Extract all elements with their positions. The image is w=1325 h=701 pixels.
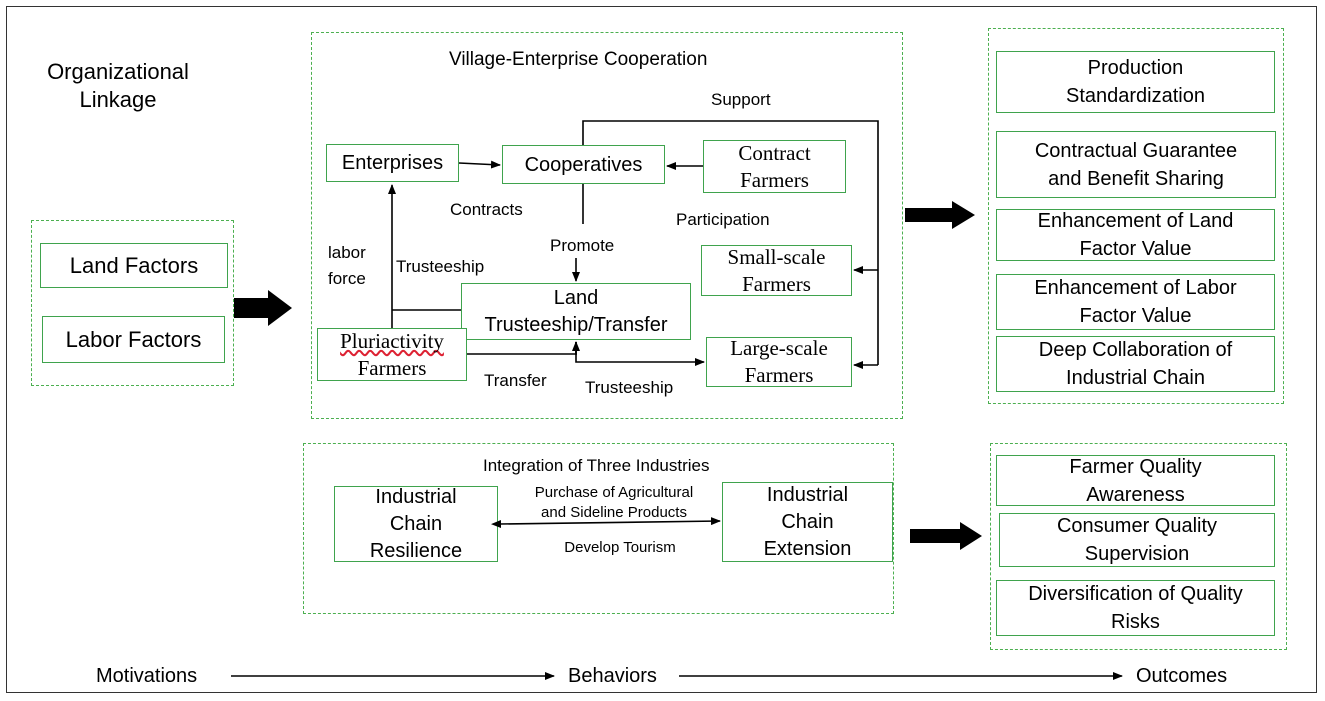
labor-factors-box: Labor Factors	[42, 316, 225, 363]
outcome-diversification-of-risks: Diversification of Quality Risks	[996, 580, 1275, 636]
cooperatives-box: Cooperatives	[502, 145, 665, 184]
figure-frame	[6, 6, 1317, 693]
arrow-trusteeship-to-large-farmers	[575, 342, 705, 366]
double-arrow-resilience-extension	[491, 517, 721, 528]
labor-force-label: labor force	[328, 243, 366, 288]
outcome-farmer-quality-awareness: Farmer Quality Awareness	[996, 455, 1275, 506]
trusteeship-bottom-label: Trusteeship	[585, 378, 674, 397]
purchase-products-label: Purchase of Agricultural and Sideline Pr…	[534, 484, 694, 521]
support-connector	[582, 120, 879, 365]
participation-label: Participation	[676, 210, 770, 229]
support-label: Support	[711, 90, 771, 109]
big-arrow-integration-to-outcomes	[910, 522, 982, 550]
industrial-chain-extension-box: Industrial Chain Extension	[722, 482, 893, 562]
village-enterprise-group	[311, 32, 903, 419]
land-trusteeship-transfer-box: Land Trusteeship/Transfer	[461, 283, 691, 340]
land-factors-box: Land Factors	[40, 243, 228, 288]
axis-motivations-label: Motivations	[96, 665, 198, 687]
develop-tourism-label: Develop Tourism	[564, 539, 676, 556]
contracts-label: Contracts	[450, 200, 523, 219]
outcome-consumer-quality-supervision: Consumer Quality Supervision	[999, 513, 1275, 567]
integration-title: Integration of Three Industries	[483, 456, 710, 475]
enterprises-box: Enterprises	[326, 144, 459, 182]
small-scale-farmers-box: Small-scale Farmers	[701, 245, 852, 296]
outcome-contractual-guarantee: Contractual Guarantee and Benefit Sharin…	[996, 131, 1276, 198]
big-arrow-motivations-to-behaviors	[234, 290, 292, 326]
trusteeship-left-label: Trusteeship	[396, 257, 485, 276]
industrial-chain-resilience-box: Industrial Chain Resilience	[334, 486, 498, 562]
outcome-labor-factor-value: Enhancement of Labor Factor Value	[996, 274, 1275, 330]
arrow-enterprises-to-cooperatives	[458, 160, 501, 169]
farmers-label: Farmers	[357, 355, 427, 380]
axis-outcomes-label: Outcomes	[1136, 665, 1228, 687]
big-arrow-vec-to-outcomes	[905, 201, 975, 229]
outcomes-top-group	[988, 28, 1284, 404]
transfer-label: Transfer	[484, 371, 547, 390]
promote-label: Promote	[550, 236, 615, 255]
diagram-title: Organizational Linkage	[47, 59, 189, 112]
outcomes-bottom-group	[990, 443, 1287, 650]
pluriactivity-farmers-box: Pluriactivity Farmers	[317, 328, 467, 381]
outcome-industrial-chain-collaboration: Deep Collaboration of Industrial Chain	[996, 336, 1275, 392]
village-enterprise-title: Village-Enterprise Cooperation	[449, 49, 708, 70]
outcome-land-factor-value: Enhancement of Land Factor Value	[996, 209, 1275, 261]
motivations-group	[31, 220, 234, 386]
contract-farmers-box: Contract Farmers	[703, 140, 846, 193]
transfer-connector	[467, 342, 577, 355]
axis-behaviors-label: Behaviors	[568, 665, 657, 687]
outcome-production-standardization: Production Standardization	[996, 51, 1275, 113]
pluriactivity-label: Pluriactivity	[340, 328, 444, 353]
large-scale-farmers-box: Large-scale Farmers	[706, 336, 852, 387]
integration-group	[303, 443, 894, 614]
